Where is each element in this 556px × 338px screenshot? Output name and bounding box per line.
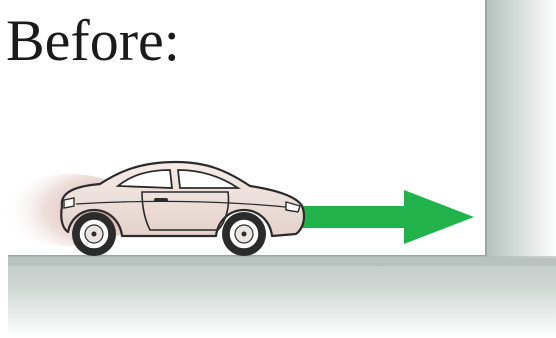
velocity-arrow-icon — [300, 190, 474, 244]
floor — [8, 256, 556, 338]
diagram-title: Before: — [6, 8, 180, 73]
car-front-wheel — [222, 212, 266, 256]
car-icon — [2, 162, 304, 256]
wall — [486, 0, 556, 258]
car-taillight — [64, 198, 74, 208]
floor-top-shade — [8, 256, 556, 266]
car-rear-wheel — [72, 212, 116, 256]
